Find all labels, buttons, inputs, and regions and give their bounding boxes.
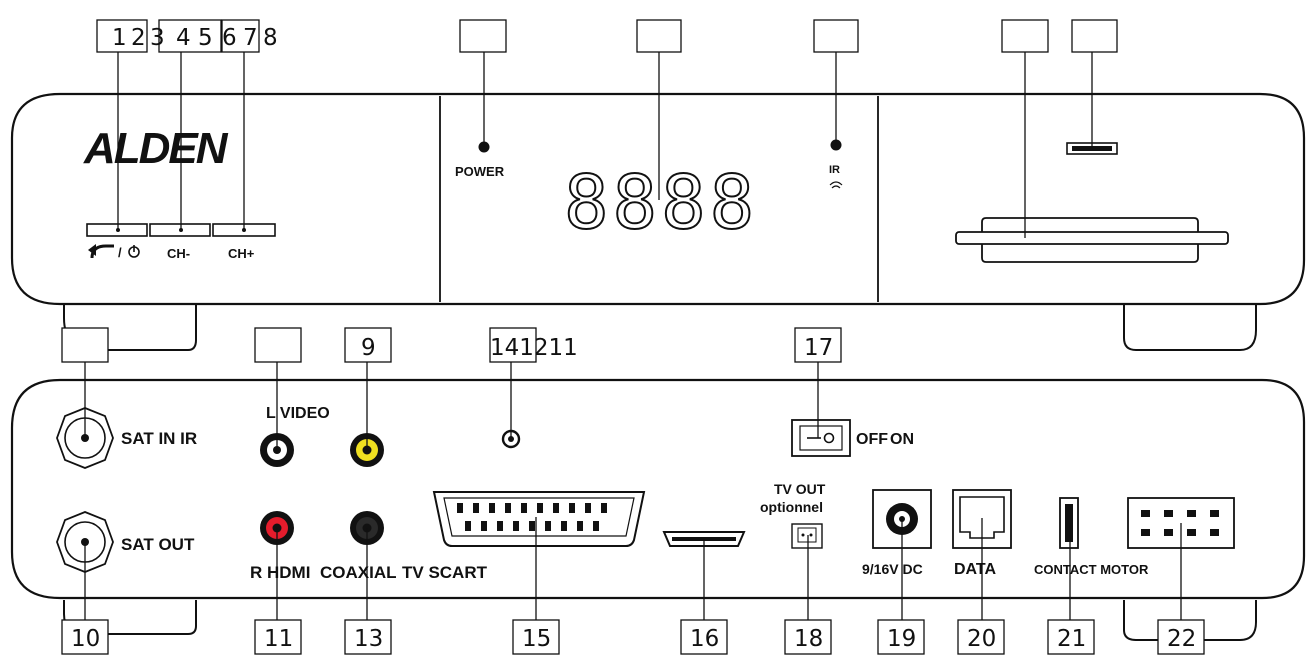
tv-scart-label: TV SCART: [402, 563, 488, 582]
ir-signal-icon: [829, 181, 843, 189]
r-hdmi-label: R HDMI: [250, 563, 310, 582]
callout-14-12-11: 141211: [490, 335, 578, 361]
callout-17: 17: [804, 335, 833, 361]
callout-19: 19: [887, 626, 916, 652]
power-switch[interactable]: [791, 419, 851, 457]
rear-callouts-top: 9 141211 17: [61, 327, 842, 450]
front-callouts: 1 2 3 4 5 6 7 8: [96, 19, 1118, 238]
rear-usb-port: [1059, 497, 1079, 549]
callout-6: 6: [222, 25, 237, 51]
dc-label: 9/16V DC: [862, 561, 923, 577]
back-arrow-head-icon: [88, 244, 96, 256]
callout-9: 9: [361, 335, 376, 361]
callout-16: 16: [690, 626, 719, 652]
callout-13: 13: [354, 626, 383, 652]
callout-21: 21: [1057, 626, 1086, 652]
callout-15: 15: [522, 626, 551, 652]
coaxial-label: COAXIAL: [320, 563, 397, 582]
callout-11: 11: [264, 626, 293, 652]
contact-motor-label: CONTACT MOTOR: [1034, 562, 1149, 577]
standby-slash: /: [118, 245, 122, 260]
front-right-foot: [1123, 305, 1257, 351]
callout-22: 22: [1167, 626, 1196, 652]
rear-callouts-bottom: 10 11 13 15 16 18 19 20 21 22: [61, 517, 1205, 655]
tv-out-connector: [791, 523, 823, 549]
callout-18: 18: [794, 626, 823, 652]
optionnel-label: optionnel: [760, 499, 823, 515]
sat-in-label: SAT IN IR: [121, 429, 197, 448]
callout-2: 2: [131, 25, 146, 51]
power-label: POWER: [455, 164, 505, 179]
ir-label: IR: [829, 164, 840, 176]
callout-7: 7: [243, 25, 258, 51]
ch-minus-label: CH-: [167, 246, 190, 261]
callout-4: 4: [176, 25, 191, 51]
tv-out-label: TV OUT: [774, 481, 826, 497]
ch-plus-label: CH+: [228, 246, 255, 261]
on-label: ON: [890, 431, 914, 448]
callout-5: 5: [198, 25, 213, 51]
callout-10: 10: [71, 626, 100, 652]
led-display: 8888: [564, 160, 758, 246]
callout-20: 20: [967, 626, 996, 652]
off-label: OFF: [856, 431, 888, 448]
l-video-label: L VIDEO: [266, 405, 330, 422]
data-label: DATA: [954, 561, 997, 578]
brand-logo: ALDEN: [83, 124, 229, 173]
callout-8: 8: [263, 25, 278, 51]
callout-1: 1: [112, 25, 127, 51]
scart-connector: [432, 491, 646, 547]
sat-out-label: SAT OUT: [121, 535, 195, 554]
callout-3: 3: [150, 25, 165, 51]
back-arrow-icon: [90, 244, 114, 259]
rear-panel: [10, 378, 1306, 641]
